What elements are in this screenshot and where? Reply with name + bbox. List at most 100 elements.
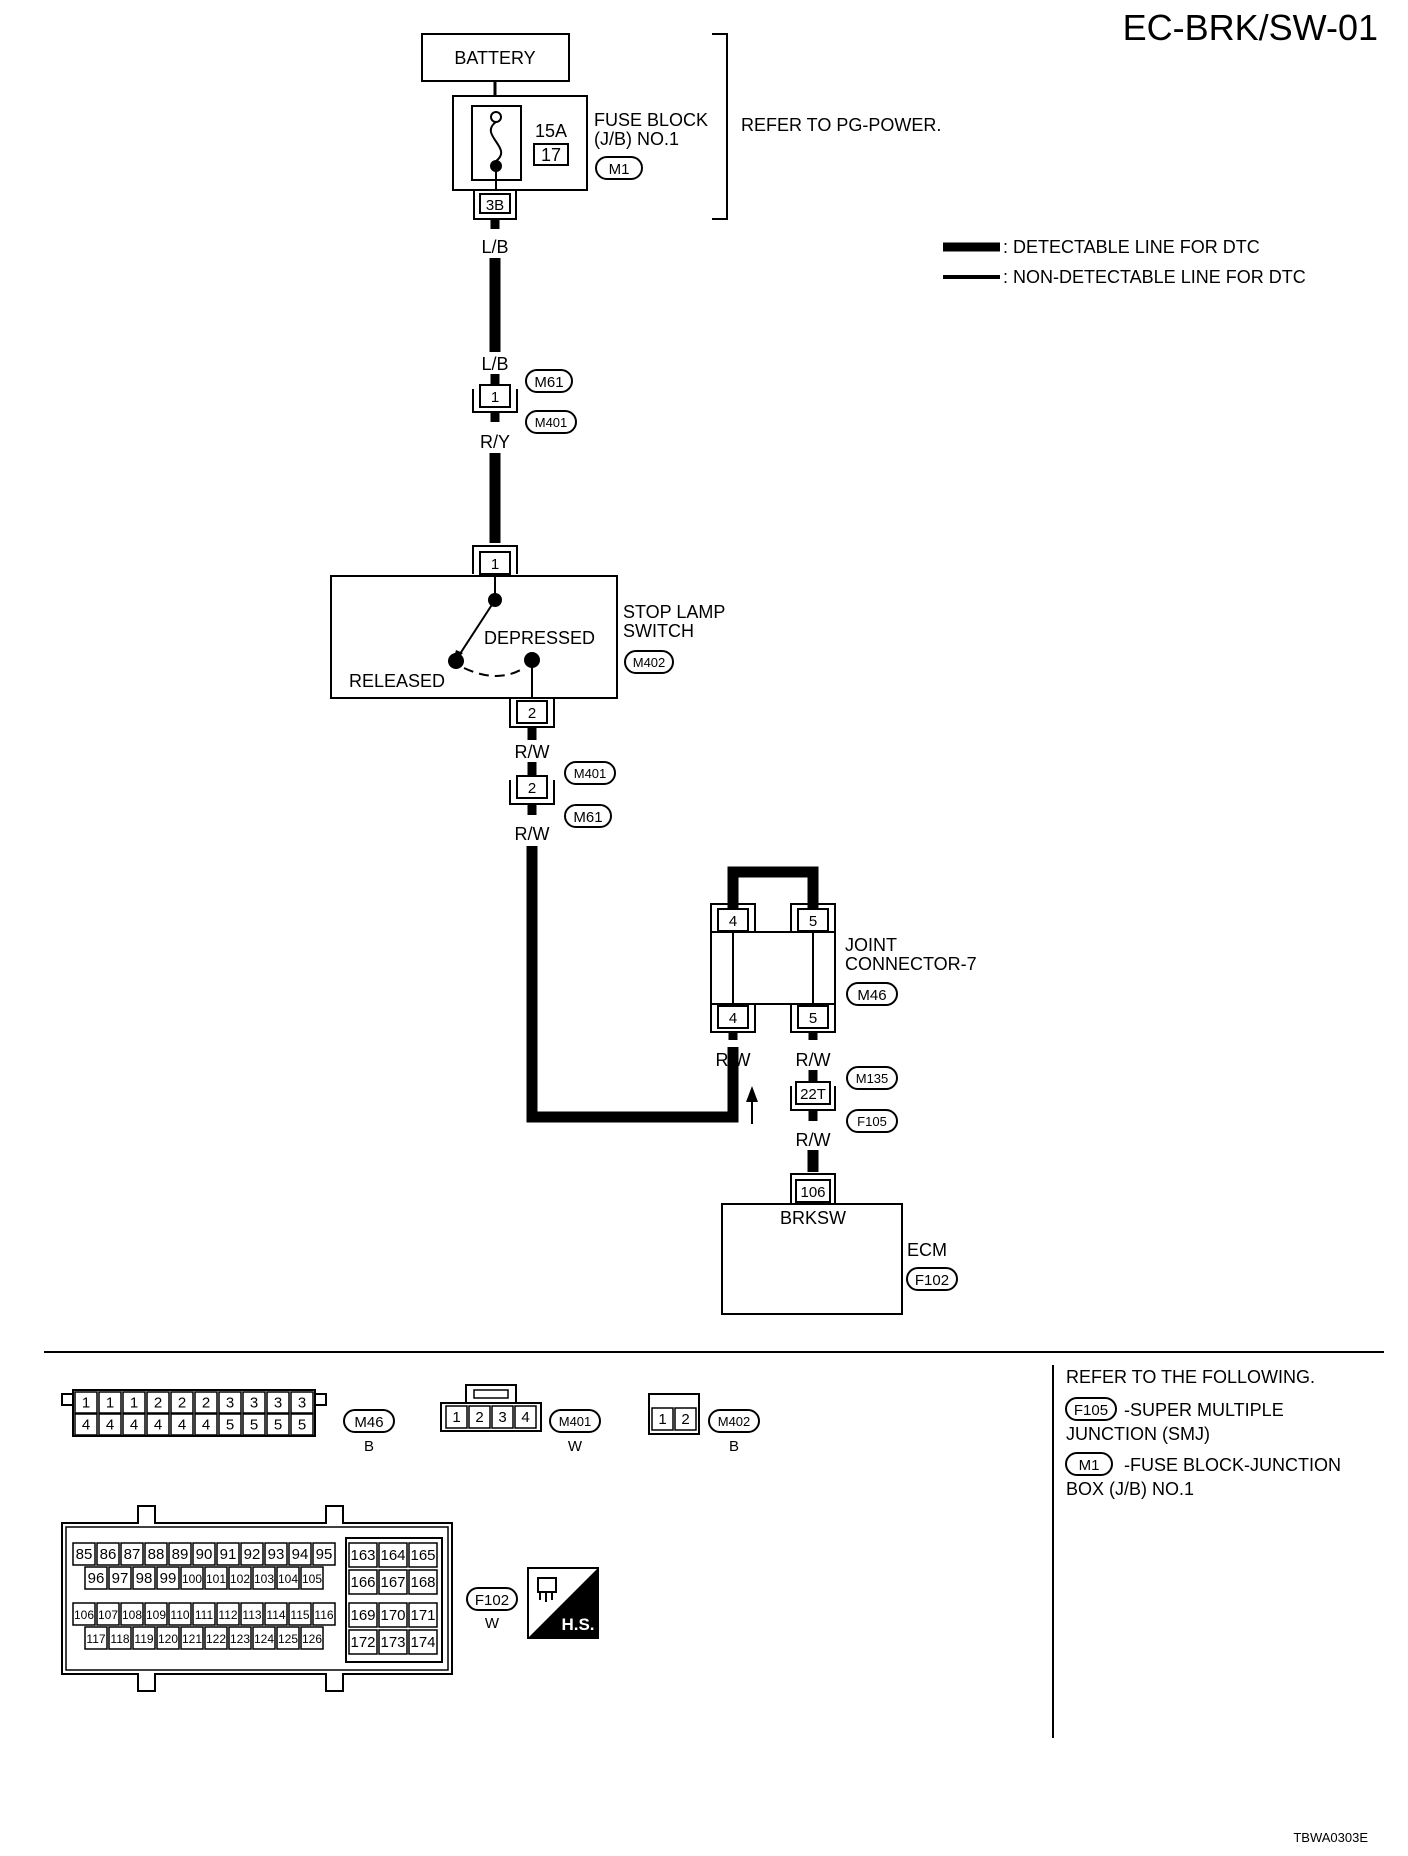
f102-pin: 113: [242, 1608, 261, 1622]
stop-lamp-switch-box: [330, 575, 618, 699]
f102-pin: 111: [195, 1608, 214, 1622]
refer-bracket: [712, 33, 728, 220]
inline-2-badge-top: [564, 761, 616, 785]
f102-pin: 98: [136, 1570, 153, 1587]
m401-latch-inner: [473, 1389, 509, 1399]
joint-pin-tl: 4: [729, 913, 737, 930]
m402-color: B: [729, 1438, 739, 1455]
refer-pg-power: REFER TO PG-POWER.: [741, 115, 941, 135]
joint-connector: M46: [857, 987, 886, 1004]
refer-item2-line2: BOX (J/B) NO.1: [1066, 1479, 1194, 1499]
f102-pin: 100: [182, 1572, 202, 1586]
connector-cavity: [300, 1566, 324, 1590]
connector-cavity: [146, 1413, 170, 1436]
connector-cavity: [192, 1542, 216, 1566]
f102-pin: 95: [316, 1546, 333, 1563]
f102-housing: [61, 1505, 453, 1692]
f102-pin: 102: [230, 1572, 250, 1586]
m46-pin: 3: [250, 1395, 258, 1412]
m46-pin: 5: [250, 1417, 258, 1434]
connector-cavity: [348, 1569, 378, 1595]
f102-pin: 106: [74, 1608, 94, 1622]
m46-pin: 2: [202, 1395, 210, 1412]
m46-pin: 4: [82, 1417, 90, 1434]
connector-cavity: [408, 1629, 438, 1655]
connector-cavity: [240, 1602, 264, 1626]
joint-name-2: CONNECTOR-7: [845, 954, 977, 974]
f102-pin: 93: [268, 1546, 285, 1563]
connector-cavity: [144, 1602, 168, 1626]
connector-cavity: [408, 1542, 438, 1568]
inline-2-pin: 2: [528, 780, 536, 797]
connector-cavity: [276, 1566, 300, 1590]
connector-cavity: [514, 1405, 537, 1429]
m46-pin: 3: [274, 1395, 282, 1412]
connector-cavity: [348, 1629, 378, 1655]
f102-pin: 105: [302, 1572, 322, 1586]
m401-color: W: [568, 1438, 583, 1455]
m401-pin: 4: [521, 1409, 529, 1426]
wire-label-rw-ecm: R/W: [796, 1130, 831, 1150]
m46-pin: 2: [178, 1395, 186, 1412]
refer-item1-line2: JUNCTION (SMJ): [1066, 1424, 1210, 1444]
f102-pin: 164: [380, 1547, 405, 1564]
m401-pin: 2: [475, 1409, 483, 1426]
page-title: EC-BRK/SW-01: [1123, 7, 1378, 48]
f102-color: W: [485, 1615, 500, 1632]
connector-cavity: [252, 1626, 276, 1650]
fuse-connector-id: M1: [609, 161, 630, 178]
f102-pin: 99: [160, 1570, 177, 1587]
legend-detectable: : DETECTABLE LINE FOR DTC: [1003, 237, 1260, 257]
f102-pin: 116: [314, 1608, 333, 1622]
m401-pin: 3: [498, 1409, 506, 1426]
wire-label-rw-2: R/W: [515, 824, 550, 844]
f102-pin: 115: [290, 1608, 309, 1622]
connector-cavity: [120, 1602, 144, 1626]
inline-1-conn-bottom: M401: [535, 415, 568, 430]
connector-cavity: [674, 1407, 697, 1431]
connector-cavity: [288, 1542, 312, 1566]
f102-pin: 104: [278, 1572, 298, 1586]
connector-cavity: [378, 1542, 408, 1568]
connector-cavity: [108, 1566, 132, 1590]
refer-item2-badge: [1065, 1452, 1113, 1476]
connector-cavity: [156, 1566, 180, 1590]
m46-pin: 4: [130, 1417, 138, 1434]
f102-pin: 86: [100, 1546, 117, 1563]
connector-cavity: [468, 1405, 491, 1429]
f102-pin: 88: [148, 1546, 165, 1563]
f102-pin: 121: [182, 1632, 202, 1646]
fuse-terminal-label: 3B: [486, 197, 504, 214]
inline-1-conn-top: M61: [534, 374, 563, 391]
joint-name-1: JOINT: [845, 935, 897, 955]
connector-cavity: [300, 1626, 324, 1650]
f102-pin: 171: [410, 1607, 435, 1624]
m46-pin: 3: [226, 1395, 234, 1412]
refer-item2-line1: -FUSE BLOCK-JUNCTION: [1124, 1455, 1341, 1475]
f102-pin: 123: [230, 1632, 250, 1646]
connector-cavity: [242, 1391, 266, 1414]
m46-pin: 5: [298, 1417, 306, 1434]
connector-cavity: [491, 1405, 514, 1429]
wire-label-rw-jc-right: R/W: [796, 1050, 831, 1070]
f102-pin: 174: [410, 1634, 435, 1651]
f102-pin: 172: [350, 1634, 375, 1651]
connector-cavity: [276, 1626, 300, 1650]
ecm-pin: 106: [800, 1184, 825, 1201]
refer-heading: REFER TO THE FOLLOWING.: [1066, 1367, 1315, 1387]
m46-latch: [314, 1393, 327, 1406]
connector-cavity: [122, 1413, 146, 1436]
connector-cavity: [264, 1602, 288, 1626]
m402-id: M402: [718, 1414, 751, 1429]
connector-cavity: [98, 1391, 122, 1414]
f102-pin: 91: [220, 1546, 237, 1563]
f102-pin: 120: [158, 1632, 178, 1646]
f102-pin: 169: [350, 1607, 375, 1624]
connector-cavity: [168, 1602, 192, 1626]
battery-label: BATTERY: [454, 48, 535, 68]
connector-cavity: [252, 1566, 276, 1590]
f102-badge: [466, 1587, 518, 1611]
figure-code: TBWA0303E: [1293, 1830, 1368, 1845]
